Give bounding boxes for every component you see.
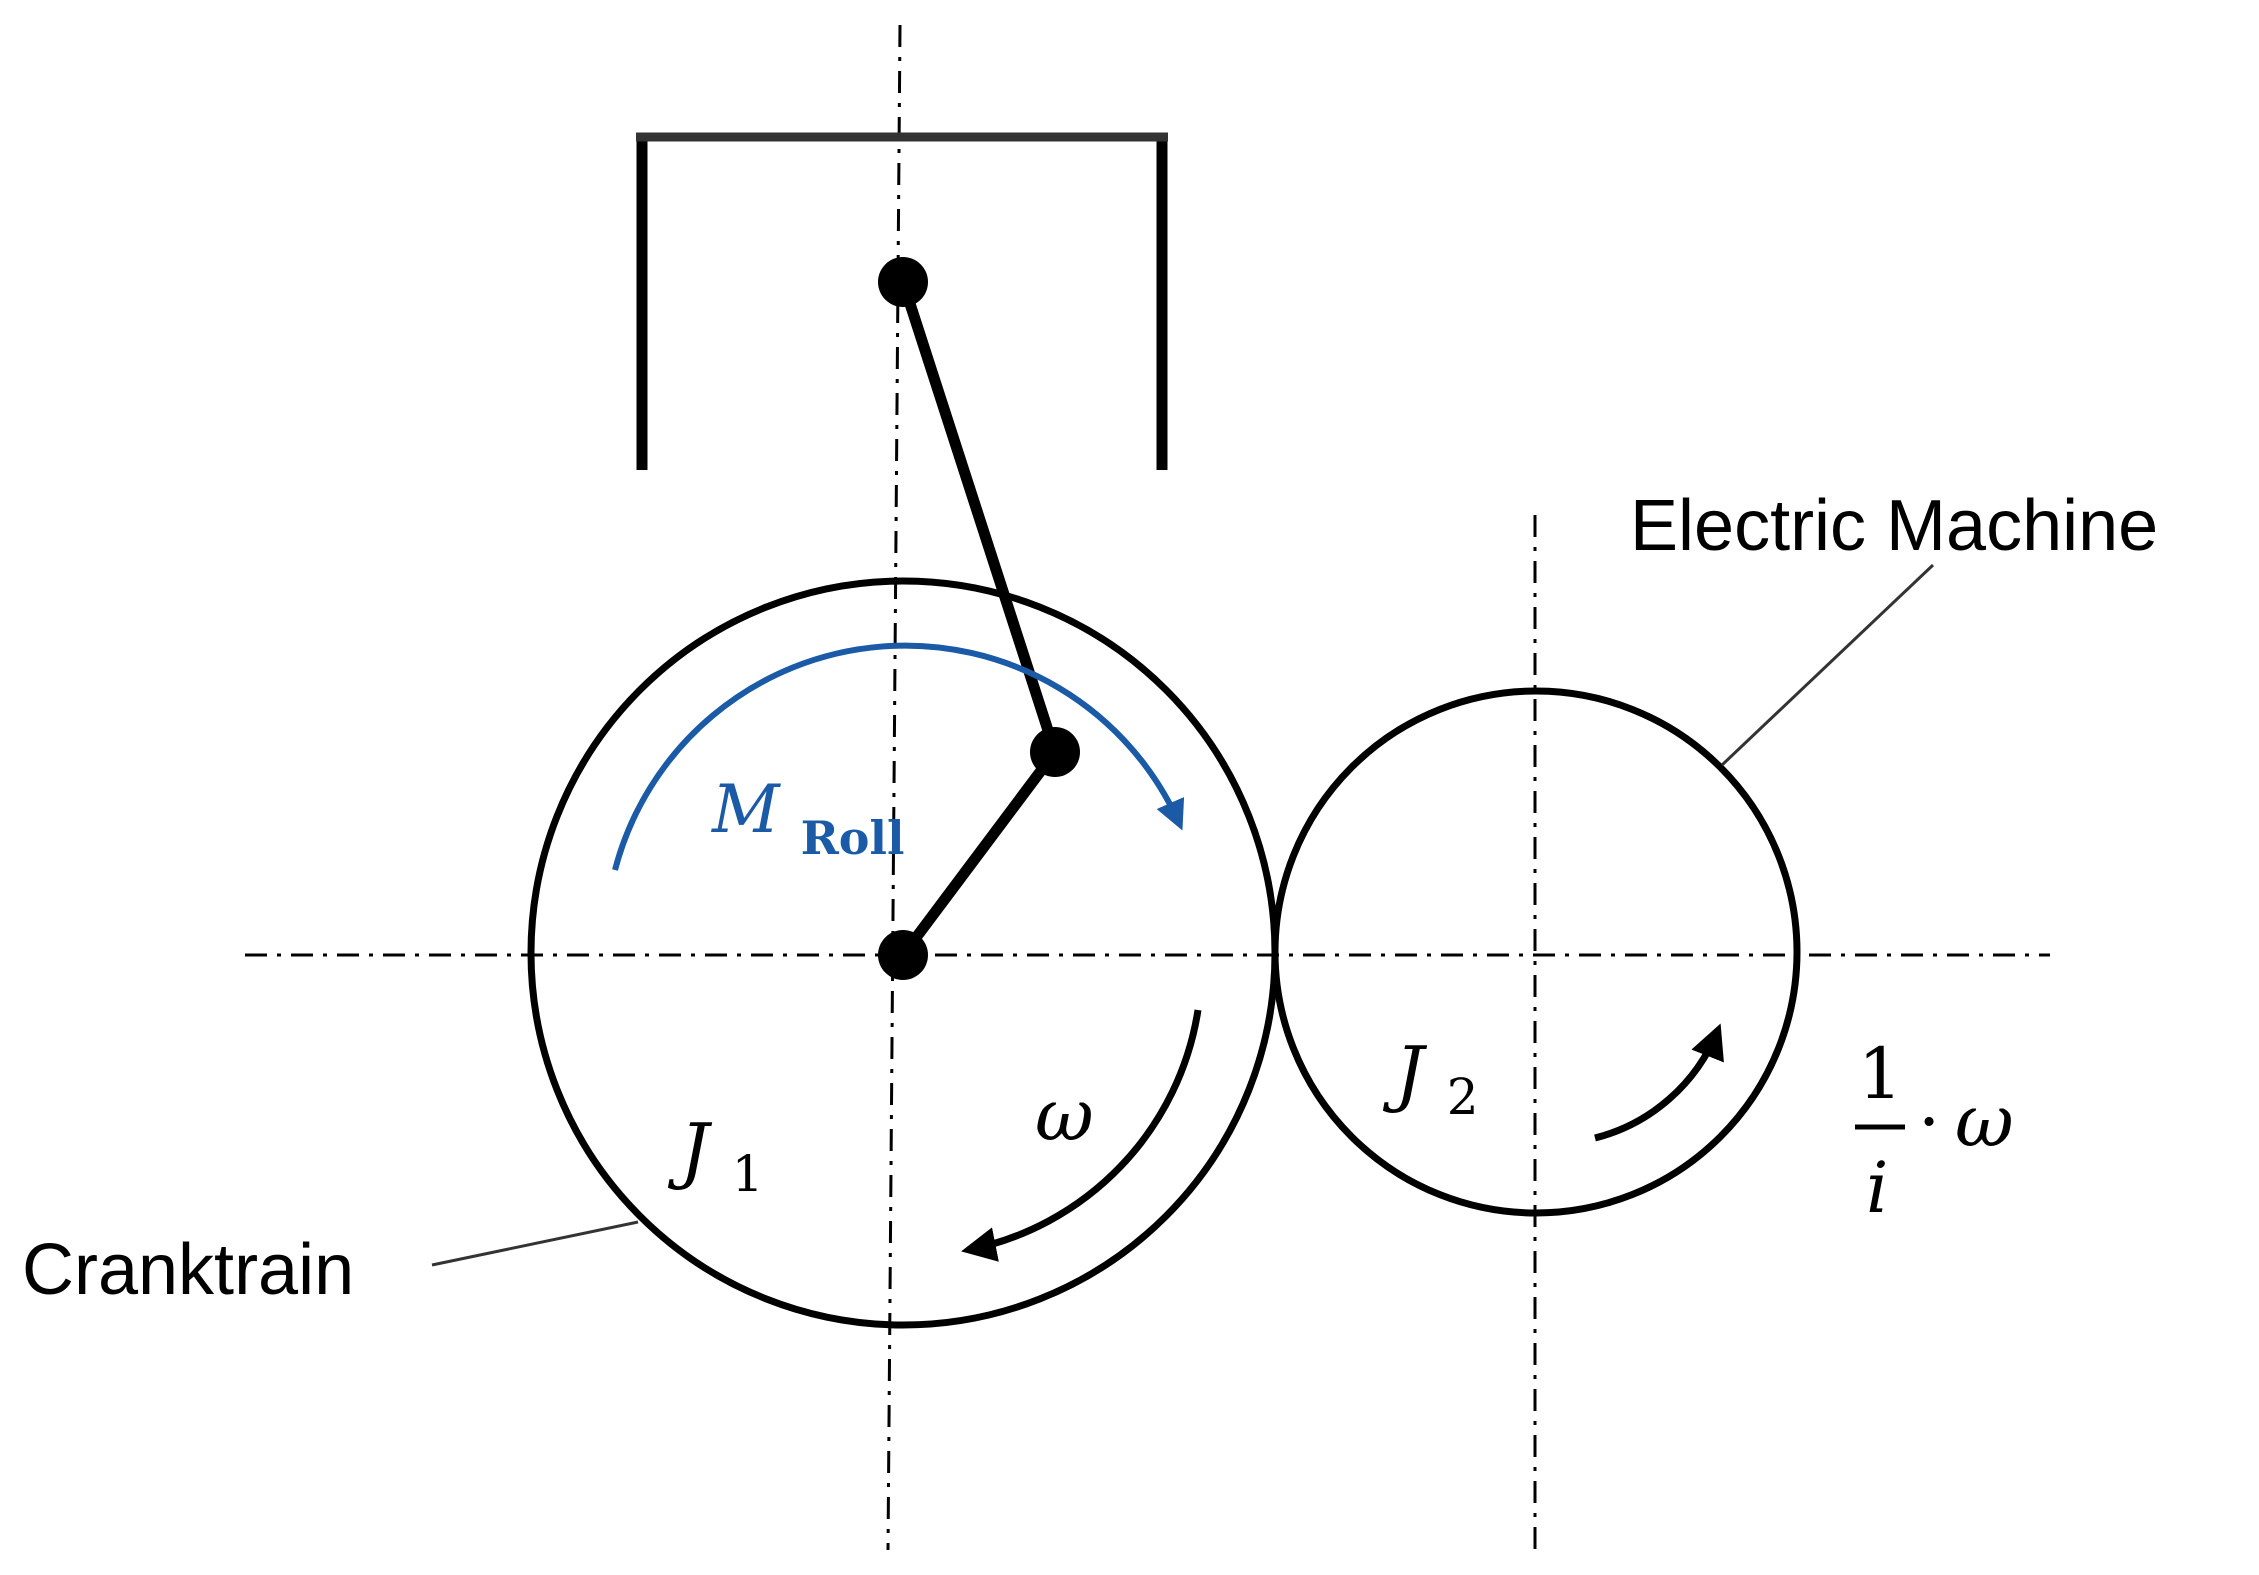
torque-subscript: Roll bbox=[801, 811, 905, 865]
inertia-2-subscript: 2 bbox=[1447, 1068, 1479, 1126]
ratio-expression: 1 i · ω bbox=[1855, 1033, 2014, 1229]
crank-pin bbox=[1030, 727, 1080, 777]
inertia-2-label: J 2 bbox=[1382, 1031, 1479, 1126]
ratio-numerator: 1 bbox=[1858, 1033, 1903, 1115]
inertia-2-symbol: J bbox=[1382, 1031, 1428, 1115]
piston-pin bbox=[878, 257, 928, 307]
inertia-1-label: J 1 bbox=[667, 1108, 764, 1203]
inertia-1-subscript: 1 bbox=[732, 1145, 764, 1203]
inertia-1-symbol: J bbox=[667, 1108, 713, 1192]
cranktrain-label: Cranktrain bbox=[22, 1230, 354, 1310]
connecting-rod bbox=[897, 276, 1061, 758]
omega-arrow bbox=[961, 1009, 1202, 1262]
cylinder bbox=[636, 132, 1168, 470]
crank-mechanism bbox=[897, 276, 1061, 961]
cranktrain-leader bbox=[431, 1220, 639, 1267]
crankshaft-center bbox=[878, 930, 928, 980]
centerlines bbox=[245, 24, 2050, 1551]
machine-omega-arrow bbox=[1594, 1023, 1724, 1142]
electric-machine-leader bbox=[1720, 563, 1935, 767]
ratio-omega: ω bbox=[1955, 1079, 2014, 1163]
electric-machine-wheel bbox=[1271, 687, 1801, 1217]
torque-symbol: M bbox=[711, 771, 781, 848]
omega-label: ω bbox=[1035, 1073, 1094, 1157]
torque-arrow bbox=[612, 642, 1185, 871]
ratio-denominator: i bbox=[1866, 1147, 1888, 1229]
crank-vertical-centerline bbox=[886, 24, 902, 1551]
ratio-dot: · bbox=[1918, 1081, 1940, 1163]
crank-arm bbox=[897, 746, 1061, 961]
torque-label: M Roll bbox=[711, 771, 904, 865]
electric-machine-label: Electric Machine bbox=[1630, 486, 2158, 566]
